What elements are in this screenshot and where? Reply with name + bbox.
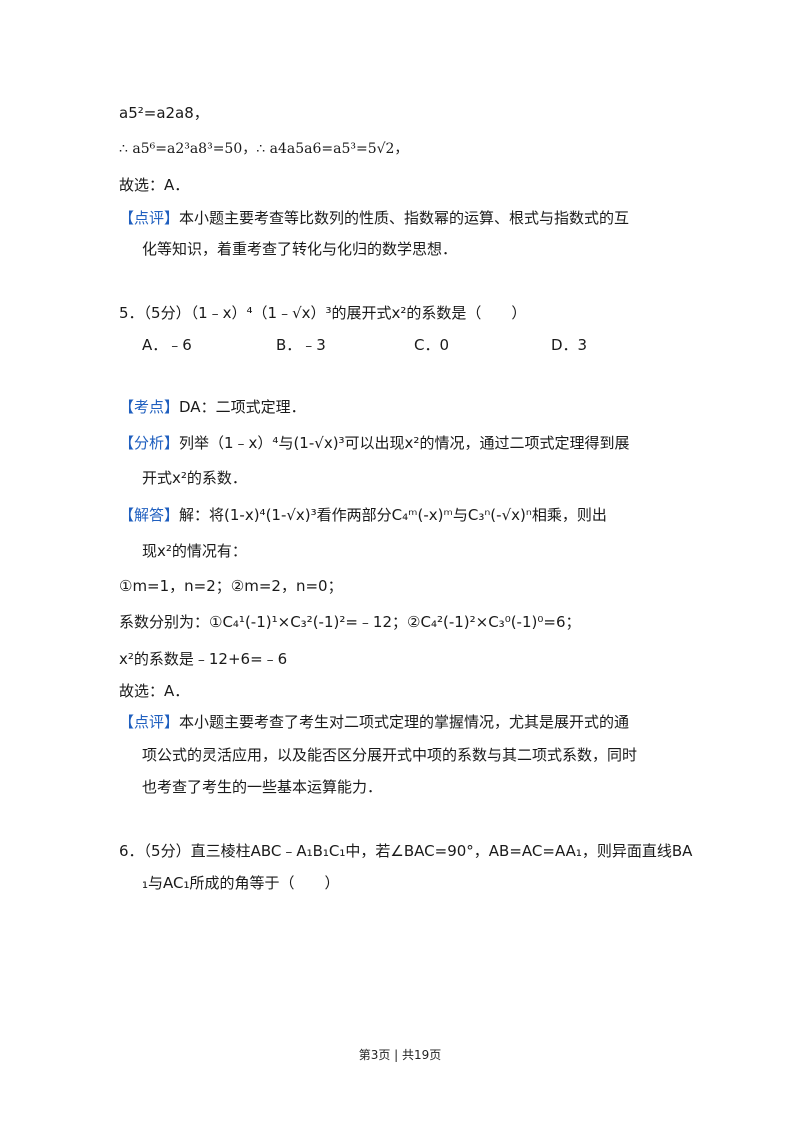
q5-jieda: 【解答】解：将(1-x)⁴(1-√x)³看作两部分C₄ᵐ(-x)ᵐ与C₃ⁿ(-√…	[119, 504, 607, 526]
kaodian-text: DA：二项式定理．	[179, 398, 306, 416]
prev-eq2: ∴ a5⁶=a2³a8³=50，∴ a4a5a6=a5³=5√2，	[119, 138, 408, 160]
q5-review: 【点评】本小题主要考查了考生对二项式定理的掌握情况，尤其是展开式的通	[119, 711, 629, 733]
q5-option-b: B．﹣3	[276, 336, 326, 354]
q5-coef: 系数分别为：①C₄¹(-1)¹×C₃²(-1)²=﹣12；②C₄²(-1)²×C…	[119, 613, 581, 631]
q5-option-d: D．3	[551, 336, 588, 354]
q5-answer: 故选：A．	[119, 682, 190, 700]
q5-stem: 5．（5分）（1﹣x）⁴（1﹣√x）³的展开式x²的系数是（ ）	[119, 304, 527, 322]
prev-review-cont: 化等知识，着重考查了转化与化归的数学思想．	[142, 240, 458, 258]
fenxi-text: 列举（1﹣x）⁴与(1-√x)³可以出现x²的情况，通过二项式定理得到展	[179, 434, 630, 452]
q5-review-cont-1: 项公式的灵活应用，以及能否区分展开式中项的系数与其二项式系数，同时	[142, 746, 638, 764]
prev-eq1: a5²=a2a8，	[119, 104, 209, 122]
page-footer: 第3页 | 共19页	[358, 1048, 442, 1062]
q5-fenxi-cont: 开式x²的系数．	[142, 469, 247, 487]
q5-option-a: A．﹣6	[142, 336, 192, 354]
q5-kaodian: 【考点】DA：二项式定理．	[119, 396, 306, 418]
q6-stem: 6．（5分）直三棱柱ABC﹣A₁B₁C₁中，若∠BAC=90°，AB=AC=AA…	[119, 842, 693, 860]
fenxi-tag: 【分析】	[119, 434, 180, 452]
prev-eq2-therefore: ∴	[119, 141, 128, 157]
q6-stem-cont: ₁与AC₁所成的角等于（ ）	[142, 874, 340, 892]
review-text: 本小题主要考查了考生对二项式定理的掌握情况，尤其是展开式的通	[179, 713, 630, 731]
q5-review-cont-2: 也考查了考生的一些基本运算能力．	[142, 778, 383, 796]
q5-option-c: C．0	[414, 336, 450, 354]
jieda-text: 解：将(1-x)⁴(1-√x)³看作两部分C₄ᵐ(-x)ᵐ与C₃ⁿ(-√x)ⁿ相…	[179, 506, 607, 524]
prev-answer: 故选：A．	[119, 176, 190, 194]
jieda-tag: 【解答】	[119, 506, 180, 524]
prev-eq2-body: a5⁶=a2³a8³=50，∴ a4a5a6=a5³=5√2，	[132, 141, 409, 157]
kaodian-tag: 【考点】	[119, 398, 180, 416]
prev-review: 【点评】本小题主要考查等比数列的性质、指数幂的运算、根式与指数式的互	[119, 207, 629, 229]
q5-jieda-cont: 现x²的情况有：	[142, 542, 247, 560]
review-tag: 【点评】	[119, 209, 180, 227]
review-tag: 【点评】	[119, 713, 180, 731]
q5-cases: ①m=1，n=2；②m=2，n=0；	[119, 577, 343, 595]
review-text: 本小题主要考查等比数列的性质、指数幂的运算、根式与指数式的互	[179, 209, 630, 227]
q5-fenxi: 【分析】列举（1﹣x）⁴与(1-√x)³可以出现x²的情况，通过二项式定理得到展	[119, 432, 629, 454]
q5-result: x²的系数是﹣12+6=﹣6	[119, 650, 288, 668]
